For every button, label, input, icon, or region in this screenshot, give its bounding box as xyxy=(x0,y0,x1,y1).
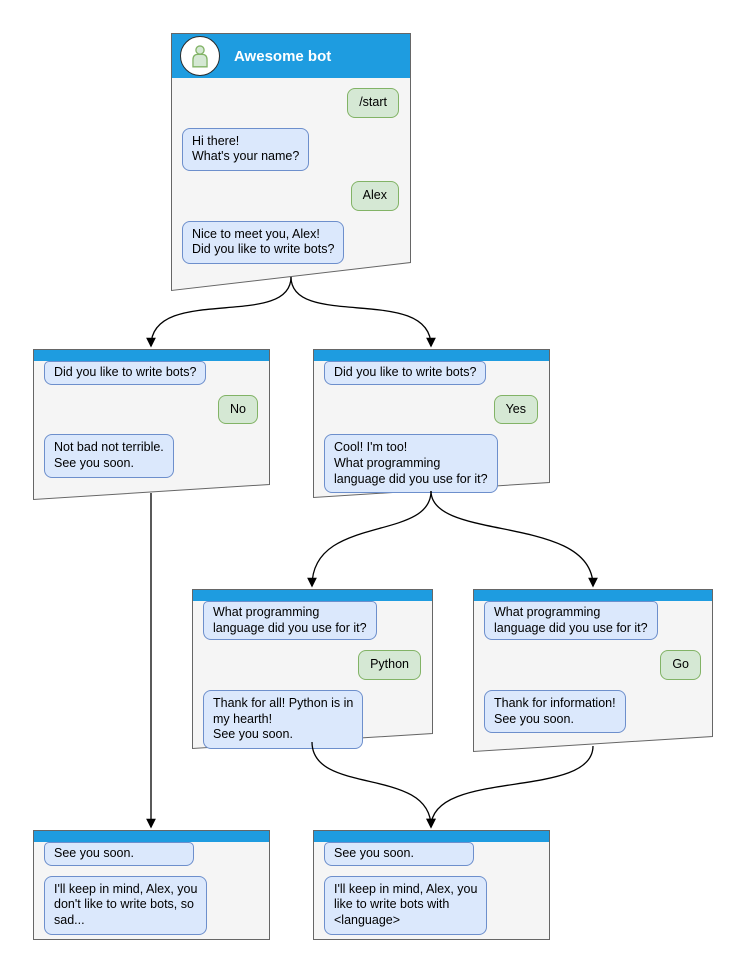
message-bubble-user: Yes xyxy=(493,394,538,425)
person-icon xyxy=(192,45,208,68)
message-bubble-bot: Thank for information! See you soon. xyxy=(484,689,626,734)
message-bubble-bot: What programming language did you use fo… xyxy=(203,601,377,641)
message-bubble-user: Python xyxy=(358,650,421,680)
window-topbar xyxy=(34,831,269,842)
window-topbar xyxy=(474,590,712,601)
window-topbar xyxy=(193,590,432,601)
message-bubble-bot: Nice to meet you, Alex! Did you like to … xyxy=(182,220,345,264)
message-bubble-bot: Hi there! What's your name? xyxy=(182,127,310,171)
message-list: What programming language did you use fo… xyxy=(474,601,712,734)
message-bubble-bot: Thank for all! Python is in my hearth! S… xyxy=(203,689,364,749)
message-bubble-user: /start xyxy=(347,88,399,118)
message-list: See you soon. I'll keep in mind, Alex, yo… xyxy=(314,842,549,935)
flow-arrow xyxy=(430,490,598,588)
message-bubble-bot: See you soon. xyxy=(44,842,194,866)
chat-node-lang-python: What programming language did you use fo… xyxy=(192,589,433,750)
bot-avatar xyxy=(180,36,220,76)
message-bubble-bot: What programming language did you use fo… xyxy=(484,601,658,641)
flow-arrow xyxy=(426,745,594,829)
window-topbar xyxy=(34,350,269,361)
message-bubble-user: No xyxy=(218,394,258,425)
chat-node-lang-go: What programming language did you use fo… xyxy=(473,589,713,753)
message-bubble-bot: I'll keep in mind, Alex, you don't like … xyxy=(44,875,208,935)
message-bubble-bot: Cool! I'm too! What programming language… xyxy=(324,434,498,494)
message-bubble-bot: See you soon. xyxy=(324,842,474,866)
message-list: What programming language did you use fo… xyxy=(193,601,432,749)
flow-arrow xyxy=(307,490,432,588)
message-bubble-bot: Did you like to write bots? xyxy=(324,361,487,385)
flow-arrow xyxy=(311,741,436,829)
chat-node-main: Awesome bot/start Hi there! What's your n… xyxy=(171,33,411,292)
message-bubble-user: Go xyxy=(660,650,701,680)
window-topbar xyxy=(314,831,549,842)
message-list: See you soon. I'll keep in mind, Alex, yo… xyxy=(34,842,269,935)
chat-node-end-yes: See you soon. I'll keep in mind, Alex, yo… xyxy=(313,830,550,940)
bot-title: Awesome bot xyxy=(234,47,332,65)
message-bubble-bot: Did you like to write bots? xyxy=(44,361,207,385)
window-titlebar: Awesome bot xyxy=(172,34,410,78)
window-topbar xyxy=(314,350,549,361)
message-bubble-user: Alex xyxy=(350,180,399,211)
message-bubble-bot: Not bad not terrible. See you soon. xyxy=(44,434,174,478)
chat-node-end-no: See you soon. I'll keep in mind, Alex, yo… xyxy=(33,830,270,940)
message-bubble-bot: I'll keep in mind, Alex, you like to wri… xyxy=(324,875,488,935)
